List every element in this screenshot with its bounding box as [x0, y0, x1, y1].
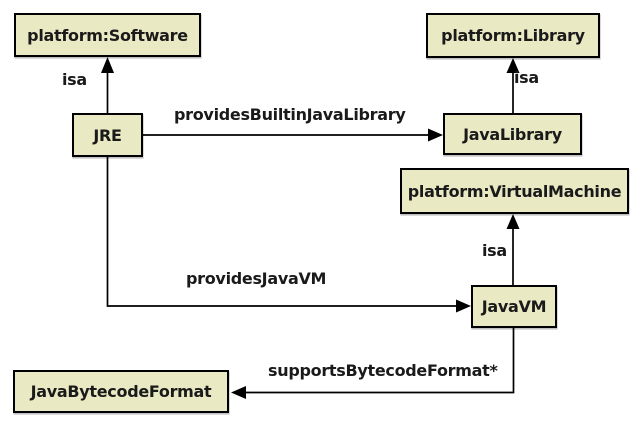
- edge-label-provides-java-vm: providesJavaVM: [186, 269, 327, 288]
- edge-label-isa-jre-software: isa: [62, 70, 87, 89]
- edge-label-supports-bytecode-format: supportsBytecodeFormat*: [268, 361, 498, 380]
- edge-label-isa-javalibrary-library: isa: [514, 68, 539, 87]
- node-java-bytecode-format: JavaBytecodeFormat: [13, 370, 229, 413]
- node-java-library: JavaLibrary: [443, 113, 582, 155]
- edge-label-isa-javavm-virtualmachine: isa: [482, 241, 507, 260]
- edge-isa-javavm-virtualmachine-arrowhead: [506, 214, 520, 229]
- node-platform-virtualmachine: platform:VirtualMachine: [400, 168, 629, 214]
- node-platform-software: platform:Software: [14, 13, 201, 57]
- node-java-vm: JavaVM: [471, 285, 557, 328]
- edge-provides-java-vm-arrowhead: [456, 299, 471, 313]
- node-jre: JRE: [72, 113, 143, 157]
- edge-label-provides-builtin-java-library: providesBuiltinJavaLibrary: [174, 105, 406, 124]
- edge-supports-bytecode-format-line: [243, 328, 515, 394]
- edge-supports-bytecode-format-arrowhead: [231, 386, 246, 399]
- edge-isa-jre-software-arrowhead: [101, 57, 114, 73]
- edge-provides-java-vm-line: [106, 157, 459, 307]
- edge-provides-builtin-java-library-arrowhead: [428, 128, 443, 142]
- edge-isa-javalibrary-library-arrowhead: [506, 58, 520, 73]
- node-platform-library: platform:Library: [426, 13, 600, 58]
